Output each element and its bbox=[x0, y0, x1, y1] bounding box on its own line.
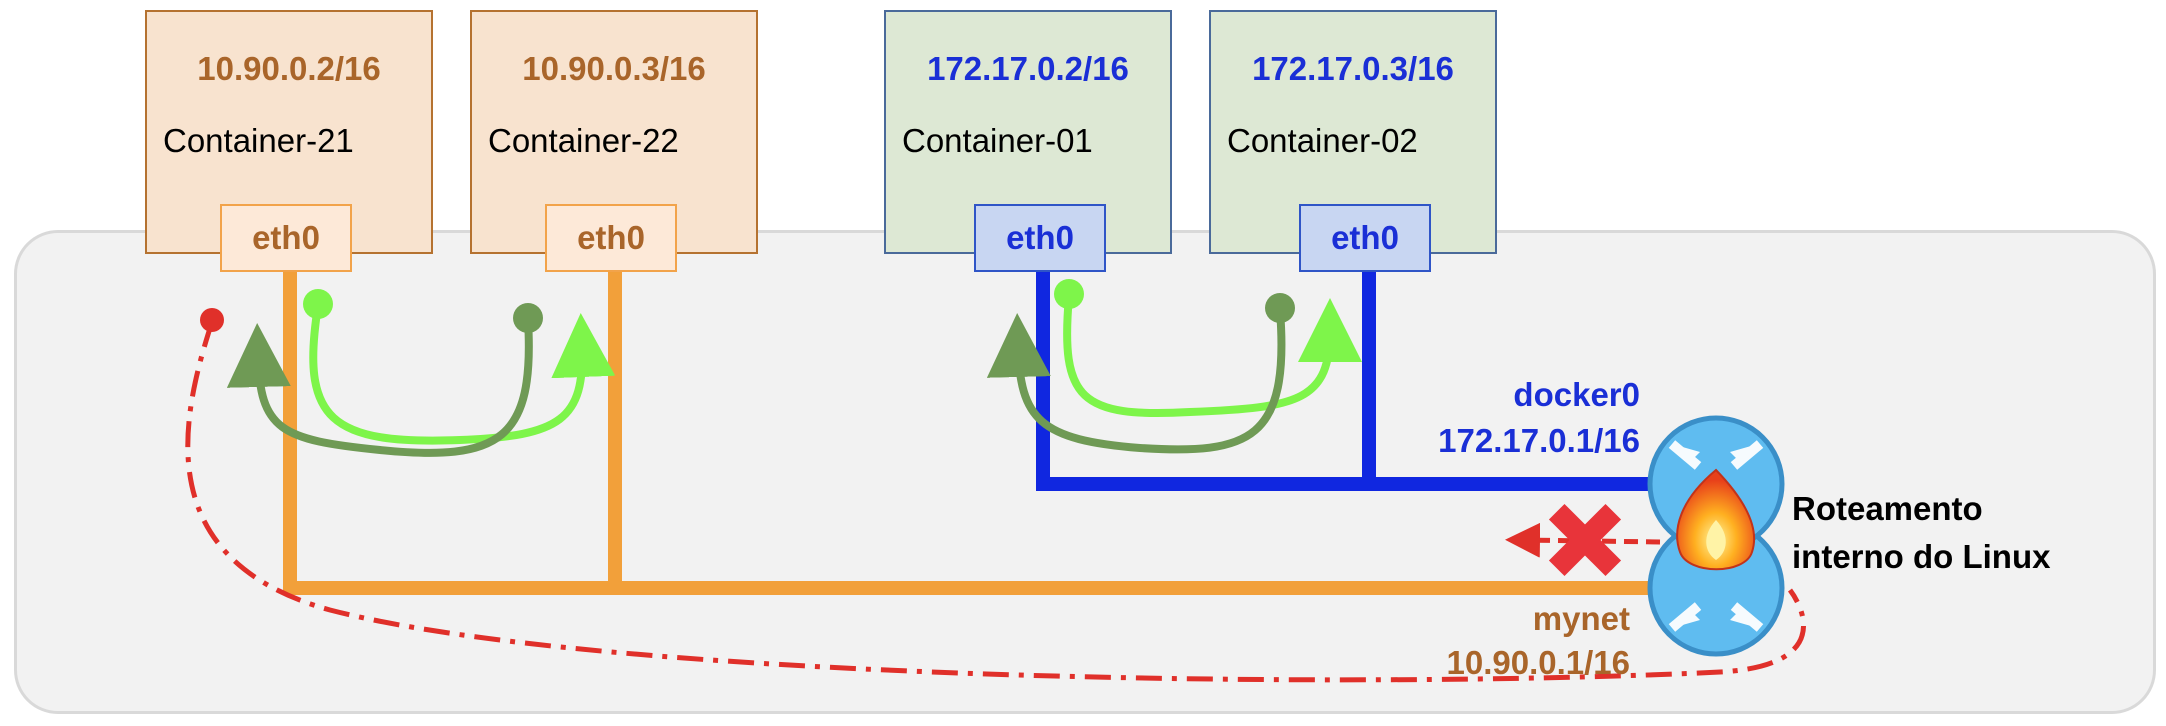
container-21-name: Container-21 bbox=[163, 122, 354, 159]
docker0-bridge-links bbox=[1036, 272, 1650, 491]
container-01-eth0: eth0 bbox=[974, 204, 1106, 272]
light-green-arrow-start bbox=[1054, 279, 1084, 309]
container-01-name: Container-01 bbox=[902, 122, 1093, 159]
dark-green-arrow bbox=[226, 319, 533, 457]
docker-host-area bbox=[14, 230, 2156, 714]
dark-green-arrow-start bbox=[513, 303, 543, 333]
dark-green-arrow bbox=[986, 309, 1286, 454]
light-green-arrow bbox=[1063, 295, 1362, 418]
container-22-name: Container-22 bbox=[488, 122, 679, 159]
container-21-ip: 10.90.0.2/16 bbox=[197, 50, 381, 87]
fire-icon bbox=[1676, 468, 1756, 571]
container-21-eth0: eth0 bbox=[220, 204, 352, 272]
container-01-ip: 172.17.0.2/16 bbox=[927, 50, 1129, 87]
mynet-ip: 10.90.0.1/16 bbox=[1446, 644, 1631, 681]
blocked-x-icon bbox=[1548, 503, 1622, 577]
docker0-traffic-arrows bbox=[986, 279, 1362, 454]
container-02-name: Container-02 bbox=[1227, 122, 1418, 159]
docker0-ip: 172.17.0.1/16 bbox=[1438, 422, 1640, 459]
docker0-name: docker0 bbox=[1513, 376, 1640, 413]
router-icon bbox=[1647, 415, 1785, 657]
container-22-ip: 10.90.0.3/16 bbox=[522, 50, 706, 87]
mynet-traffic-arrows bbox=[226, 289, 616, 457]
router-label-line2: interno do Linux bbox=[1792, 538, 2051, 575]
light-green-arrow-start bbox=[303, 289, 333, 319]
red-dashed-path bbox=[185, 321, 1807, 683]
mynet-name: mynet bbox=[1532, 600, 1630, 637]
light-green-arrow bbox=[309, 305, 616, 445]
container-02-eth0: eth0 bbox=[1299, 204, 1431, 272]
container-22-eth0: eth0 bbox=[545, 204, 677, 272]
red-path-start bbox=[200, 308, 224, 332]
container-02-ip: 172.17.0.3/16 bbox=[1252, 50, 1454, 87]
blocked-cross-network-path bbox=[185, 308, 1807, 683]
dark-green-arrow-start bbox=[1265, 293, 1295, 323]
router-label-line1: Roteamento bbox=[1792, 490, 1983, 527]
